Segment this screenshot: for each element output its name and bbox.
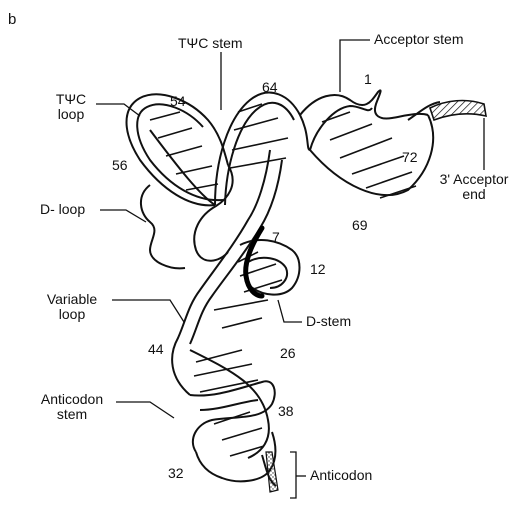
residue-44: 44	[148, 342, 164, 357]
residue-12: 12	[310, 262, 326, 277]
label-tpsic-loop: TΨC loop	[44, 92, 98, 122]
residue-54: 54	[170, 94, 186, 109]
label-tpsic-stem: TΨC stem	[178, 36, 243, 51]
panel-letter: b	[8, 12, 16, 27]
label-acceptor-end: 3' Acceptor end	[426, 172, 522, 202]
label-anticodon-stem: Anticodon stem	[28, 392, 116, 422]
leader-d-loop	[100, 210, 146, 222]
label-d-stem: D-stem	[306, 314, 351, 329]
residue-26: 26	[280, 346, 296, 361]
label-d-loop: D- loop	[40, 202, 85, 217]
label-acceptor-stem: Acceptor stem	[374, 32, 463, 47]
anticodon-bases	[266, 452, 278, 492]
residue-56: 56	[112, 158, 128, 173]
leader-anticodon-stem	[116, 402, 174, 418]
residue-72: 72	[402, 150, 418, 165]
anticodon-inner-strand	[190, 350, 269, 458]
label-variable-loop: Variable loop	[32, 292, 112, 322]
anticodon-loop-ribbon	[196, 432, 276, 481]
residue-69: 69	[352, 218, 368, 233]
residue-1: 1	[364, 72, 372, 87]
leader-d-stem	[278, 300, 302, 322]
residue-32: 32	[168, 466, 184, 481]
acceptor-stem-ribbon	[300, 90, 428, 118]
tertiary-interaction-strand	[246, 228, 262, 296]
variable-loop-ribbon	[172, 150, 270, 395]
anticodon-bracket	[290, 452, 296, 498]
label-anticodon: Anticodon	[310, 468, 372, 483]
leader-variable-loop	[112, 300, 184, 322]
leader-tpsic-loop	[96, 104, 140, 116]
backbone-ribbon	[127, 90, 441, 486]
residue-7: 7	[272, 230, 280, 245]
acceptor-end-tail	[430, 101, 486, 120]
residue-38: 38	[278, 404, 294, 419]
residue-64: 64	[262, 80, 278, 95]
